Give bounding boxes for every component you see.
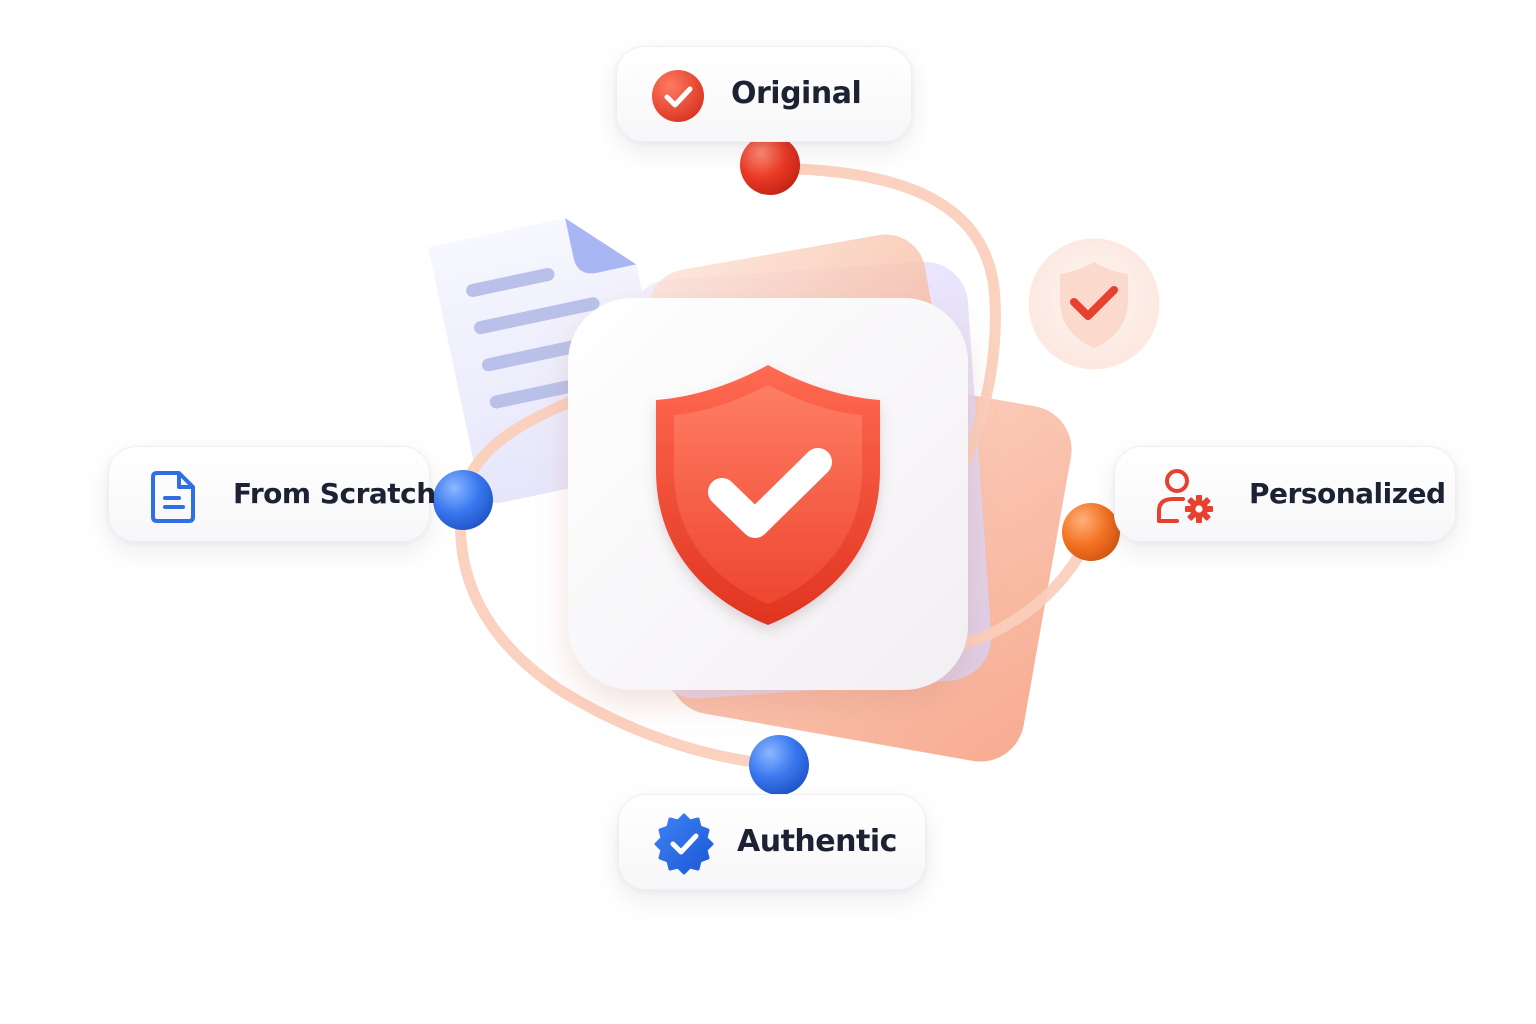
check-circle-icon: [651, 69, 705, 123]
orbit-node-blue-bottom: [749, 735, 809, 795]
orbit-node-red: [740, 135, 800, 195]
tag-authentic: Authentic: [618, 794, 926, 890]
tag-original: Original: [616, 46, 912, 142]
orbit-node-blue-left: [433, 470, 493, 530]
shield-check-icon: [656, 365, 880, 625]
tag-personalized: Personalized: [1114, 446, 1456, 542]
tag-from-scratch-label: From Scratch: [233, 476, 436, 510]
tag-authentic-label: Authentic: [737, 823, 897, 859]
small-shield-badge-icon: [1028, 238, 1160, 370]
verified-badge-icon: [653, 813, 715, 875]
tag-original-label: Original: [731, 75, 862, 111]
tag-personalized-label: Personalized: [1249, 476, 1446, 510]
orbit-node-orange: [1062, 503, 1120, 561]
tag-from-scratch: From Scratch: [108, 446, 436, 542]
document-icon: [149, 469, 201, 525]
user-settings-icon: [1155, 467, 1219, 527]
